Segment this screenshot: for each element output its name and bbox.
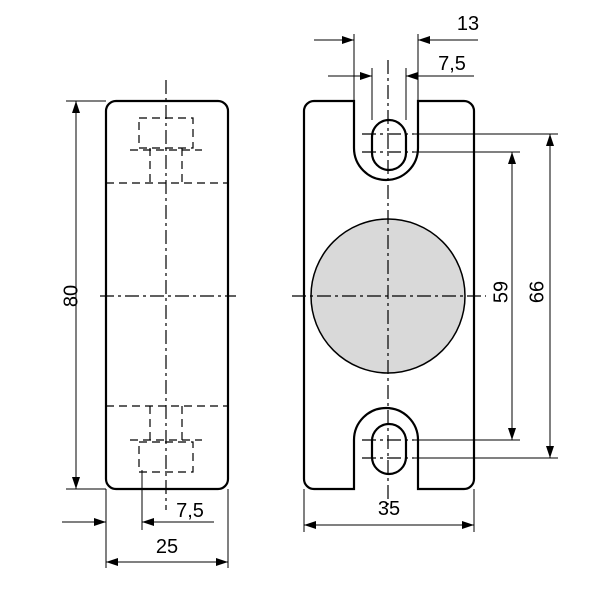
dimension-slot-13: 13 <box>314 13 479 101</box>
dimension-59-label: 59 <box>490 281 512 303</box>
dimension-width-35: 35 <box>303 489 475 532</box>
dimension-7-5-side-label: 7,5 <box>176 500 204 522</box>
dimension-height-80: 80 <box>60 100 106 490</box>
front-view: 13 7,5 35 59 66 <box>292 13 558 532</box>
side-hidden-hole-top <box>130 117 202 183</box>
front-view-body <box>302 99 476 491</box>
mounting-slot-bottom <box>370 422 408 476</box>
dimension-spacing-59: 59 <box>414 151 520 441</box>
dimension-13-label: 13 <box>457 13 479 35</box>
side-hidden-hole-bottom <box>130 406 202 473</box>
dimension-66-label: 66 <box>526 281 548 303</box>
dimension-offset-7-5: 7,5 <box>62 470 214 568</box>
dimension-slot-7-5: 7,5 <box>328 53 474 120</box>
side-view-body <box>104 99 230 491</box>
dimension-80-label: 80 <box>60 285 82 307</box>
side-view: 80 7,5 25 <box>60 80 236 568</box>
dimension-25-label: 25 <box>156 536 178 558</box>
dimension-7-5-slot-label: 7,5 <box>438 53 466 75</box>
dimension-35-label: 35 <box>378 498 400 520</box>
dimension-width-25: 25 <box>106 489 229 568</box>
dimension-spacing-66: 66 <box>414 133 558 459</box>
mounting-slot-top <box>370 118 408 172</box>
